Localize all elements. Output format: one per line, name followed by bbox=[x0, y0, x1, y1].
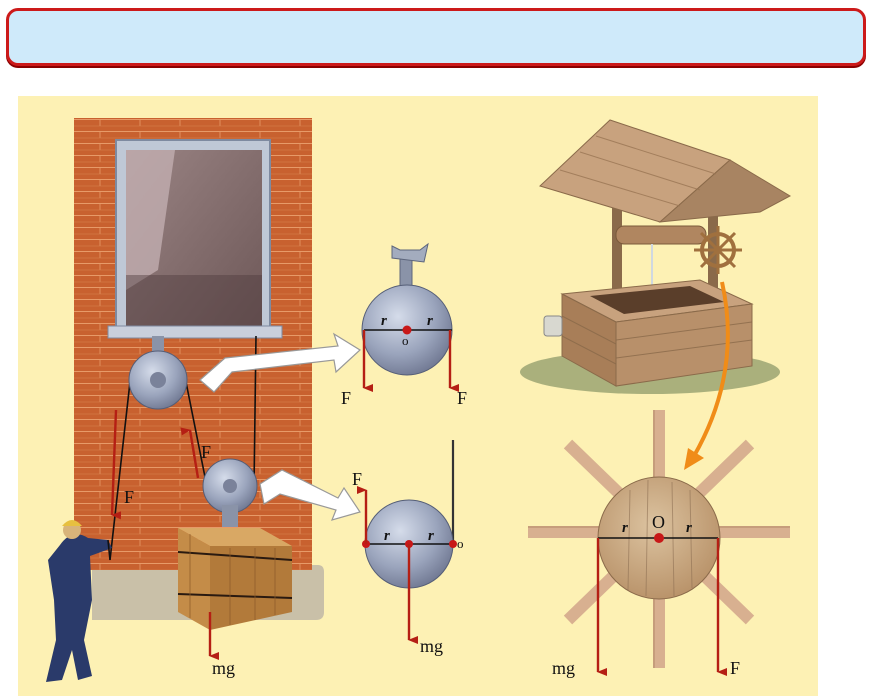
header-banner bbox=[6, 8, 866, 66]
window bbox=[107, 139, 283, 339]
movable-radius-left: r bbox=[384, 528, 390, 544]
movable-weight-label: mg bbox=[420, 636, 443, 656]
wheel-center-label: O bbox=[652, 512, 665, 532]
movable-force-label: F bbox=[352, 469, 362, 489]
callout-arrow-movable bbox=[259, 469, 361, 521]
wheel-radius-left: r bbox=[622, 520, 628, 536]
water-well bbox=[520, 119, 792, 394]
well-callout-arrowhead bbox=[684, 448, 704, 470]
wall-force-arrows bbox=[110, 409, 219, 660]
fixed-radius-right: r bbox=[427, 313, 433, 329]
wheel-diagram bbox=[528, 410, 790, 676]
fixed-pulley bbox=[128, 336, 188, 410]
wall-force-label-rope: F bbox=[124, 487, 134, 507]
callout-arrow-fixed bbox=[199, 332, 361, 393]
worker-figure bbox=[46, 520, 112, 682]
movable-pivot-label: o bbox=[457, 536, 464, 551]
wheel-radius-right: r bbox=[686, 520, 692, 536]
wheel-force-label: F bbox=[730, 658, 740, 678]
fixed-pulley-diagram bbox=[361, 242, 459, 392]
wooden-crate bbox=[177, 528, 293, 630]
fixed-center-label: o bbox=[402, 333, 409, 348]
wheel-weight-label: mg bbox=[552, 658, 575, 678]
wall-force-label-pulley: F bbox=[201, 442, 211, 462]
movable-pulley-diagram bbox=[357, 440, 457, 644]
fixed-radius-left: r bbox=[381, 313, 387, 329]
wall-weight-label: mg bbox=[212, 658, 235, 678]
movable-radius-right: r bbox=[428, 528, 434, 544]
movable-pulley bbox=[202, 458, 258, 527]
well-callout-arrow bbox=[692, 281, 730, 457]
fixed-force-left-label: F bbox=[341, 388, 351, 408]
fixed-force-right-label: F bbox=[457, 388, 467, 408]
